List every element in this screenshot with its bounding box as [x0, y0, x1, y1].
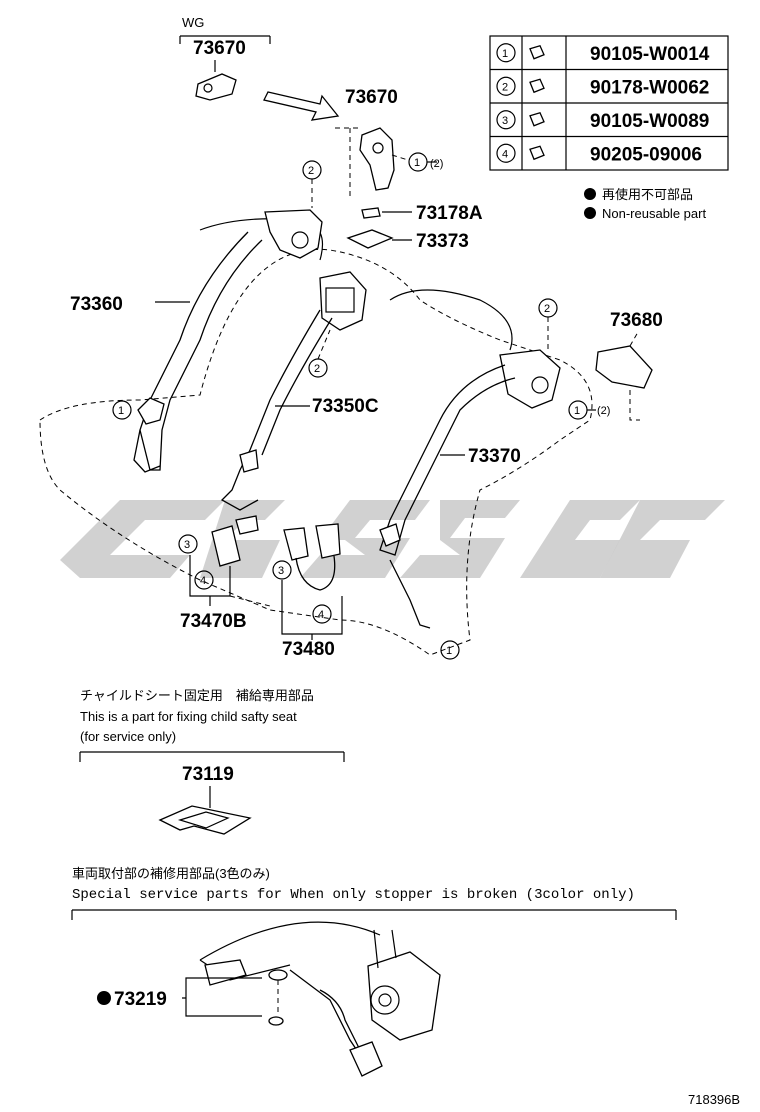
label-73480: 73480 — [282, 639, 335, 660]
table-part-number: 90105-W0089 — [590, 111, 709, 132]
bolt-icon — [529, 78, 545, 94]
table-part-number: 90105-W0014 — [590, 44, 710, 65]
svg-text:1: 1 — [414, 157, 420, 169]
svg-text:4: 4 — [200, 575, 206, 587]
child-seat-en1: This is a part for fixing child safty se… — [80, 709, 297, 724]
label-73373: 73373 — [416, 231, 469, 252]
label-73670-wg: 73670 — [193, 38, 246, 59]
svg-text:1: 1 — [446, 645, 452, 657]
svg-text:2: 2 — [308, 165, 314, 177]
callout-1-bottom — [440, 640, 460, 660]
table-num: 4 — [502, 148, 508, 160]
label-73219: 73219 — [114, 989, 167, 1010]
table-num-circle — [496, 43, 516, 63]
retractor-73350c: 2 — [220, 271, 367, 511]
stopper-assembly — [199, 921, 441, 1077]
wg-label: WG — [182, 15, 204, 30]
label-73360: 73360 — [70, 294, 123, 315]
child-seat-jp: チャイルドシート固定用 補給専用部品 — [80, 688, 314, 703]
child-seat-anchor-73119 — [158, 805, 252, 835]
part-73178a-shape — [361, 207, 381, 219]
nonreusable-dot-73219 — [97, 991, 111, 1005]
svg-text:1: 1 — [118, 405, 124, 417]
label-73670: 73670 — [345, 87, 398, 108]
bolt-icon — [529, 44, 545, 60]
label-73680: 73680 — [610, 310, 663, 331]
label-73350c: 73350C — [312, 396, 379, 417]
table-part-number: 90205-09006 — [590, 144, 702, 165]
diagram-code: 718396B — [688, 1092, 740, 1107]
svg-text:3: 3 — [278, 565, 284, 577]
direction-arrow — [263, 91, 340, 121]
table-num: 3 — [502, 115, 508, 127]
fastener-table: 1 90105-W0014 2 90178-W0062 3 90105-W0089 4 902… — [489, 35, 729, 171]
bolt-icon — [529, 145, 545, 161]
seat-outline — [39, 248, 593, 656]
nonreusable-dot-en — [584, 207, 596, 219]
label-73370: 73370 — [468, 446, 521, 467]
table-num: 2 — [502, 81, 508, 93]
retractor-73360: 2 — [133, 160, 323, 473]
callout-1-left — [112, 400, 132, 420]
label-73178a: 73178A — [416, 203, 483, 224]
svg-text:2: 2 — [544, 303, 550, 315]
buckle-73480: 3 4 — [272, 523, 343, 640]
child-seat-en2: (for service only) — [80, 729, 176, 744]
label-73470b: 73470B — [180, 611, 247, 632]
bracket-73680: 1 (2) — [568, 331, 653, 421]
special-en: Special service parts for When only stop… — [72, 887, 635, 903]
part-73373-shape — [346, 229, 394, 249]
svg-text:2: 2 — [314, 363, 320, 375]
svg-text:1: 1 — [574, 405, 580, 417]
label-73119: 73119 — [182, 764, 234, 785]
svg-text:4: 4 — [318, 609, 324, 621]
bolt-icon — [529, 111, 545, 127]
table-num: 1 — [502, 48, 508, 60]
legend-en: Non-reusable part — [602, 206, 706, 221]
retractor-73370: 2 — [379, 298, 561, 629]
svg-text:3: 3 — [184, 539, 190, 551]
svg-text:(2): (2) — [597, 405, 610, 417]
table-num-circle — [496, 76, 516, 96]
table-num-circle — [496, 110, 516, 130]
bracket-73670: 1 (2) — [335, 127, 443, 200]
legend-jp: 再使用不可部品 — [602, 187, 693, 202]
buckle-73470b: 3 4 — [178, 515, 271, 607]
special-jp: 車両取付部の補修用部品(3色のみ) — [72, 866, 270, 881]
svg-text:(2): (2) — [430, 158, 443, 170]
table-part-number: 90178-W0062 — [590, 77, 709, 98]
part-73670-wg: WG 73670 — [179, 15, 271, 101]
nonreusable-dot-jp — [584, 188, 596, 200]
table-num-circle — [496, 143, 516, 163]
